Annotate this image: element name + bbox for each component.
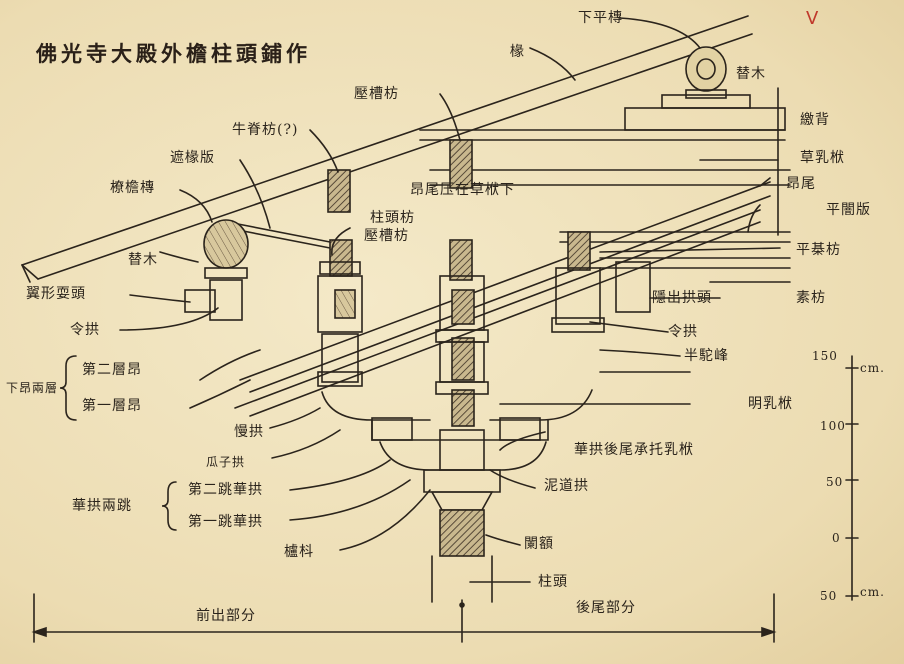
label-ti-mu-top: 替木 xyxy=(736,66,766,82)
scale-bottom-label: 50 xyxy=(820,589,838,603)
scale-tick-50: 50 xyxy=(826,475,844,489)
ludou-block xyxy=(423,469,501,493)
label-liao-yan-tuan: 橑檐槫 xyxy=(110,180,155,196)
label-ling-gong-left: 令拱 xyxy=(70,322,100,338)
label-ming-ru-fu: 明乳栿 xyxy=(748,396,793,412)
label-ling-gong-right: 令拱 xyxy=(668,324,698,340)
check-mark: V xyxy=(806,8,819,29)
label-su-fang: 素枋 xyxy=(796,290,826,306)
label-ni-dao-gong: 泥道拱 xyxy=(544,478,589,494)
label-yin-chu-gong-tou: 隱出拱頭 xyxy=(652,290,712,306)
scale-tick-100: 100 xyxy=(820,419,846,433)
label-man-gong: 慢拱 xyxy=(234,424,264,440)
label-cao-ru-fu: 草乳栿 xyxy=(800,150,845,166)
label-zhu-tou-fang: 柱頭枋 xyxy=(370,210,415,226)
label-zhe-chuan-ban: 遮椽版 xyxy=(170,150,215,166)
lan-e-beam xyxy=(439,509,485,557)
purlin-xia-ping xyxy=(685,46,727,92)
block-jiaobei xyxy=(624,107,786,131)
label-hua-gong-wei: 華拱後尾承托乳栿 xyxy=(574,442,694,458)
label-ping-ang-ban: 平闇版 xyxy=(826,202,871,218)
label-ang-wei: 昂尾 xyxy=(786,176,816,192)
scale-top-label: 150 xyxy=(812,349,838,363)
board-line xyxy=(237,223,331,243)
arm-upper-left xyxy=(321,391,431,421)
scale-tick-0: 0 xyxy=(832,531,841,545)
label-di-er-ceng-ang: 第二層昂 xyxy=(82,362,142,378)
label-yi-xing-shua-tou: 翼形耍頭 xyxy=(26,286,86,302)
label-qian-chu: 前出部分 xyxy=(196,608,256,624)
label-di-yi-tiao: 第一跳華拱 xyxy=(188,514,263,530)
label-jiao-bei: 繳背 xyxy=(800,112,830,128)
label-di-er-tiao: 第二跳華拱 xyxy=(188,482,263,498)
label-ping-ji-fang: 平棊枋 xyxy=(796,242,841,258)
arm-lower xyxy=(379,441,547,471)
rafter-line-upper xyxy=(21,15,749,266)
label-hou-wei: 後尾部分 xyxy=(576,600,636,616)
label-gua-zi-gong: 瓜子拱 xyxy=(206,455,246,469)
label-chuan: 椽 xyxy=(510,44,525,60)
block-timu-top xyxy=(661,94,751,109)
label-di-yi-ceng-ang: 第一層昂 xyxy=(82,398,142,414)
label-hua-gong-liang-tiao: 華拱兩跳 xyxy=(72,498,132,514)
label-xia-ping-tuan: 下平槫 xyxy=(578,10,623,26)
label-ya-cao-fang2: 壓槽枋 xyxy=(364,228,409,244)
purlin-liaoyan xyxy=(203,219,249,269)
scale-unit-top: cm. xyxy=(860,361,885,375)
label-lan-e: 闌額 xyxy=(524,536,554,552)
label-ban-tuo-feng: 半駝峰 xyxy=(684,348,729,364)
label-ti-mu-left: 替木 xyxy=(128,252,158,268)
label-xia-ang-liang-ceng: 下昂兩層 xyxy=(6,381,59,395)
ang-1-top xyxy=(234,209,761,409)
scale-unit-bottom: cm. xyxy=(860,585,885,599)
label-ang-wei-ya: 昂尾压在草栿下 xyxy=(410,182,515,198)
ang-2-top xyxy=(239,181,771,381)
label-ya-cao-fang: 壓槽枋 xyxy=(354,86,399,102)
rafter-line-lower xyxy=(37,33,753,280)
label-niu-ji-fang: 牛脊枋(?) xyxy=(232,122,299,138)
timu-left-block xyxy=(204,267,248,279)
drawing-title: 佛光寺大殿外檐柱頭鋪作 xyxy=(36,41,311,66)
label-lu-dou: 櫨枓 xyxy=(284,544,314,560)
label-zhu-tou: 柱頭 xyxy=(538,574,568,590)
